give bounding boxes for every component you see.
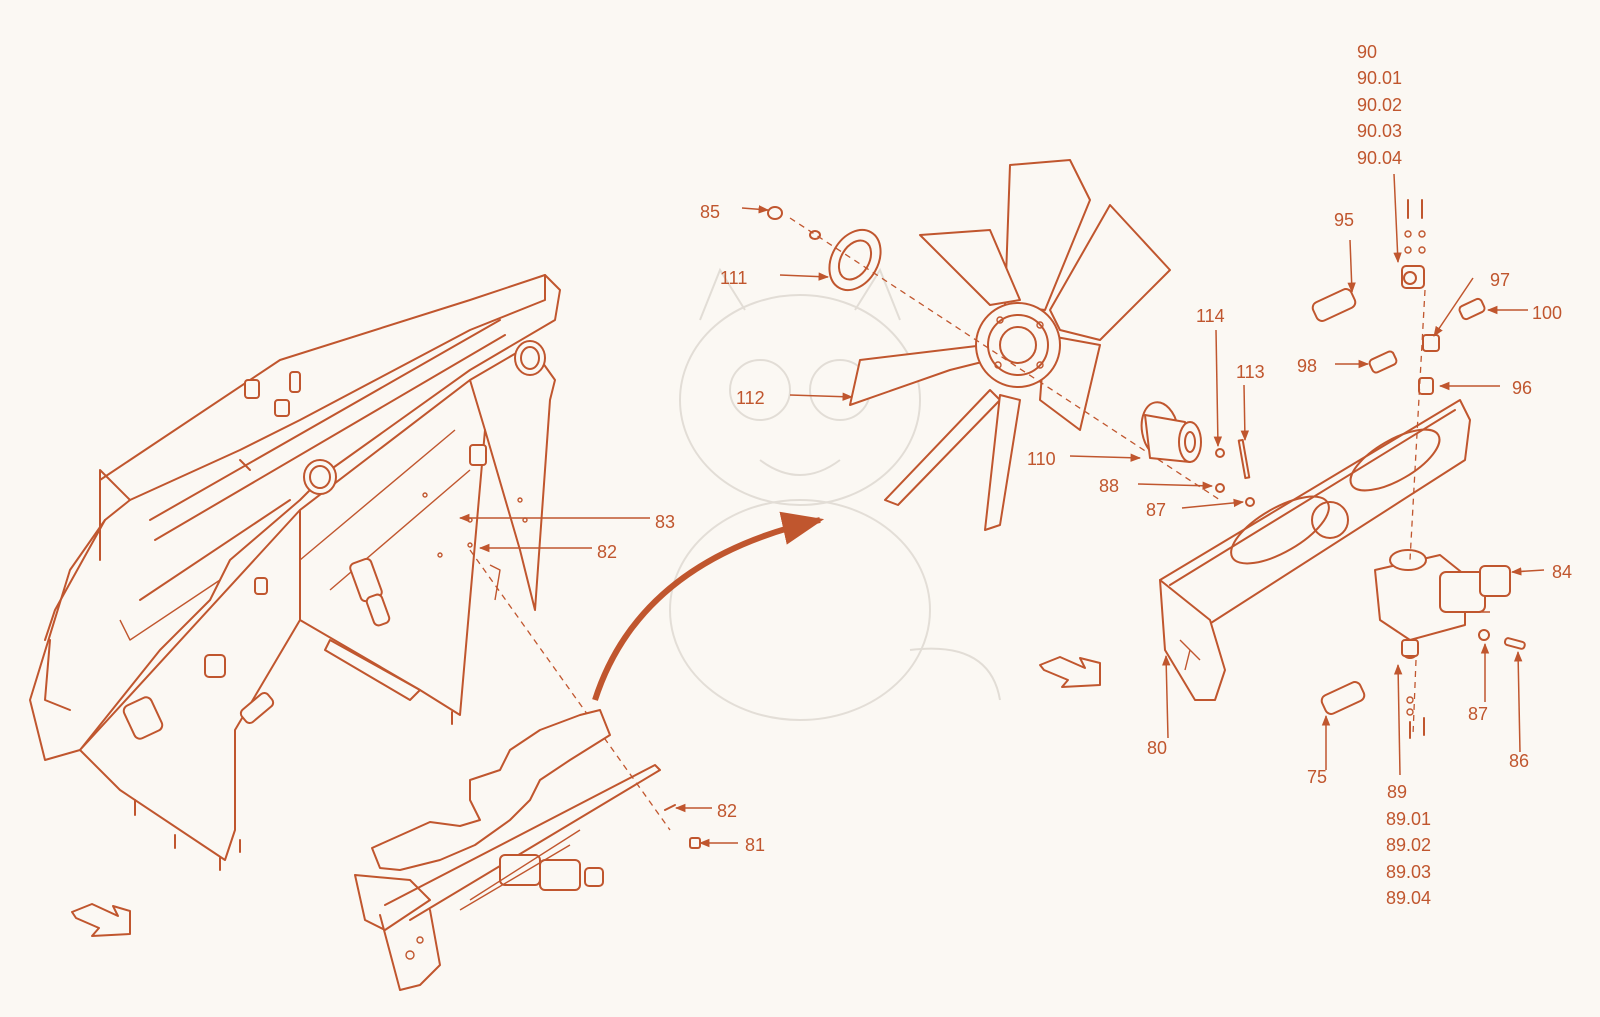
callout-75: 75: [1307, 767, 1327, 787]
callout-80: 80: [1147, 738, 1167, 758]
callout-87-center: 87: [1146, 500, 1166, 520]
callout-87-right: 87: [1468, 704, 1488, 724]
callout-82-upper: 82: [597, 542, 617, 562]
callout-90-03: 90.03: [1357, 121, 1402, 141]
callout-90-01: 90.01: [1357, 68, 1402, 88]
machine-frame-drawing: [29, 274, 561, 871]
callout-100: 100: [1532, 303, 1562, 323]
pump-drawing: [1374, 549, 1511, 659]
callout-85: 85: [700, 202, 720, 222]
callout-88: 88: [1099, 476, 1119, 496]
flange-ring-drawing: [767, 206, 1221, 501]
callout-89-01: 89.01: [1386, 809, 1431, 829]
callout-90-04: 90.04: [1357, 148, 1402, 168]
view-arrow-icon-2: [1039, 656, 1101, 688]
callout-111: 111: [720, 268, 747, 288]
view-arrow-icon: [71, 903, 131, 937]
callout-110: 110: [1027, 449, 1056, 469]
fan-drawing: [849, 159, 1171, 531]
callout-114: 114: [1196, 306, 1225, 326]
callout-81: 81: [745, 835, 765, 855]
callout-90: 90: [1357, 42, 1377, 62]
callout-112: 112: [736, 388, 765, 408]
bottom-fittings-drawing: [1320, 629, 1526, 739]
callout-84: 84: [1552, 562, 1572, 582]
callout-89-04: 89.04: [1386, 888, 1431, 908]
watermark-mascot: [669, 267, 1001, 721]
callout-curved-arrow: [592, 511, 825, 701]
callout-113: 113: [1236, 362, 1265, 382]
callout-83: 83: [655, 512, 675, 532]
callout-89-02: 89.02: [1386, 835, 1431, 855]
callout-89: 89: [1387, 782, 1407, 802]
hub-drawing: [1140, 401, 1255, 507]
top-fittings-drawing: [1311, 199, 1486, 736]
callout-90-02: 90.02: [1357, 95, 1402, 115]
callout-96: 96: [1512, 378, 1532, 398]
callout-95: 95: [1334, 210, 1354, 230]
callout-86: 86: [1509, 751, 1529, 771]
callout-97: 97: [1490, 270, 1510, 290]
right-leaders: [1162, 173, 1545, 776]
center-leaders: [741, 205, 1250, 509]
fan-subassembly-drawing: [354, 709, 661, 991]
callout-labels: 85 111 112 110 114 113 88 87 95 90 90.01…: [597, 42, 1572, 908]
callout-82-lower: 82: [717, 801, 737, 821]
bracket-drawing: [1159, 399, 1471, 701]
callout-89-03: 89.03: [1386, 862, 1431, 882]
callout-98: 98: [1297, 356, 1317, 376]
